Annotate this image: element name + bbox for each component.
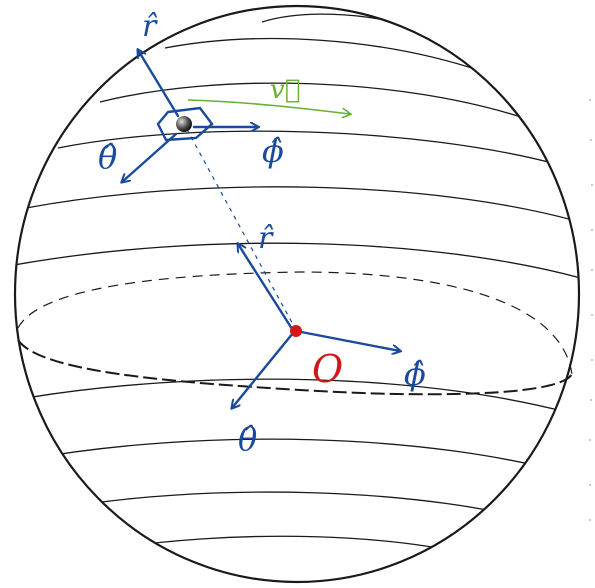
phi-hat-label-origin: ϕ̂ bbox=[404, 355, 426, 393]
origin-frame bbox=[232, 244, 400, 408]
equator-back bbox=[17, 271, 573, 375]
particle-ring bbox=[156, 106, 214, 142]
edge-dots bbox=[589, 99, 593, 521]
phi-hat-vector-origin bbox=[294, 329, 400, 351]
phi-hat-label-top: ϕ̂ bbox=[262, 132, 284, 170]
theta-hat-vector-origin bbox=[232, 331, 295, 408]
r-hat-label-top: r̂ bbox=[142, 9, 158, 44]
particle bbox=[176, 116, 192, 132]
r-hat-vector-origin bbox=[238, 244, 296, 334]
r-hat-label-origin: r̂ bbox=[258, 221, 274, 256]
latitude-line bbox=[57, 130, 557, 165]
latitude-line bbox=[25, 186, 579, 223]
latitude-line bbox=[164, 37, 479, 71]
theta-hat-label-top: θ̂ bbox=[98, 138, 117, 176]
origin-point bbox=[290, 325, 302, 337]
sphere-outline bbox=[13, 4, 581, 584]
latitude-line bbox=[261, 13, 411, 27]
equator-front bbox=[17, 339, 573, 396]
latitude-line bbox=[89, 535, 521, 569]
origin-label: O bbox=[312, 347, 343, 391]
particle-frame bbox=[122, 50, 258, 182]
theta-hat-label-origin: θ̂ bbox=[238, 420, 257, 458]
velocity-vector bbox=[187, 99, 350, 114]
radius-line bbox=[183, 123, 297, 331]
r-hat-vector-top bbox=[138, 50, 180, 118]
latitude-line bbox=[99, 82, 525, 119]
velocity-label: v⃗ bbox=[270, 75, 300, 105]
latitude-line bbox=[15, 378, 579, 419]
latitude-line bbox=[23, 438, 579, 479]
latitude-line bbox=[15, 242, 579, 281]
theta-hat-vector-top bbox=[122, 132, 178, 182]
equator bbox=[17, 271, 573, 396]
